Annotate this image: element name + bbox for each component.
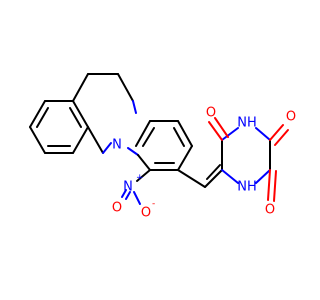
carbonyl-bonds [208,117,289,202]
ring-nh-n3-label: NH [237,116,257,131]
nitro-group [121,169,151,205]
nitro-oxygen-double-label: O [112,201,122,216]
methylidene-bridge [177,164,223,188]
nitro-oxygen-minus-label: O [141,206,151,221]
benzo-ring [29,100,89,154]
nitro-nitrogen-charge: + [136,173,144,183]
carbonyl-oxygen-c4-label: O [206,106,216,121]
carbonyl-oxygen-c6-label: O [265,203,275,218]
pyrimidinetrione-ring [221,127,271,184]
saturated-ring [72,73,137,154]
nitro-nitrogen-label: N [123,180,133,195]
chemical-structure: N N + O - O O O O NH NH [29,73,296,221]
nitro-oxygen-charge: - [152,199,155,209]
central-benzene-ring [127,120,193,171]
carbonyl-oxygen-c2-label: O [286,110,296,125]
nitrogen-isoquinoline-label: N [112,138,122,153]
ring-nh-n1-label: NH [237,180,257,195]
